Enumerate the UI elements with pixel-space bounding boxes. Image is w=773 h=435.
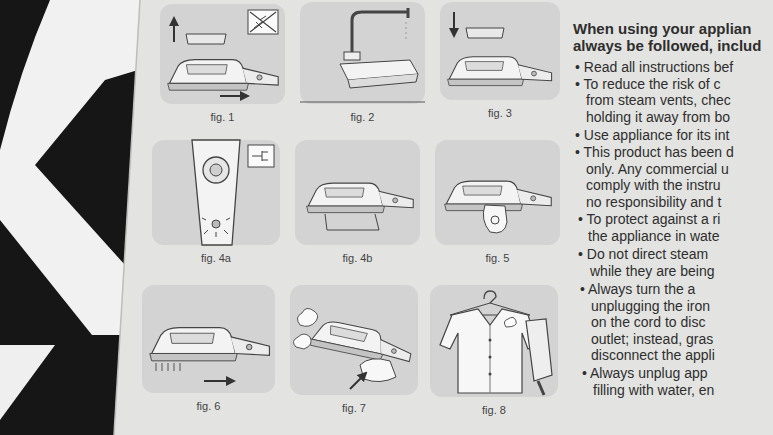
steamer-illustration [445,181,552,233]
intro-heading: When using your applian [573,20,751,37]
safety-text: on the cord to disc [591,314,705,330]
figure-caption: fig. 2 [351,111,375,123]
figure-caption: fig. 7 [342,402,366,414]
figure-caption: fig. 3 [488,107,512,119]
safety-text: disconnect the appli [591,347,715,363]
figure-panel: fig. 6 [142,285,275,414]
safety-text: holding it away from bo [586,109,730,125]
safety-text: • Use appliance for its int [575,127,729,143]
paper-edge [114,0,140,435]
text-line-slot: while they are being [590,262,715,280]
text-line-slot: on the cord to disc [591,313,705,331]
figure-panel: fig. 5 [435,140,560,266]
steamer-illustration [293,308,414,389]
safety-text: • Read all instructions bef [575,59,733,75]
safety-text: unplugging the iron [591,298,710,314]
text-line-slot: • Always unplug app [582,364,708,382]
safety-text: filling with water, en [593,382,714,398]
text-line-slot: holding it away from bo [586,108,730,126]
steamer-illustration [168,10,279,96]
safety-text: no responsibility and t [586,194,721,210]
text-line-slot: • This product has been d [575,143,734,161]
shirt-illustration [440,291,552,395]
text-line-slot: disconnect the appli [591,346,715,364]
text-line-slot: unplugging the iron [591,297,710,315]
text-line-slot: outlet; instead, gras [591,330,713,348]
steamer-illustration [448,12,552,86]
safety-text: • Always unplug app [582,365,708,381]
figure-caption: fig. 4b [343,252,373,264]
safety-text: outlet; instead, gras [591,331,713,347]
text-line-slot: • Read all instructions bef [575,58,733,76]
intro-heading: always be followed, includ [573,37,761,54]
text-line-slot: filling with water, en [593,381,714,399]
fabric-pattern [0,0,140,335]
safety-text: • To protect against a ri [578,211,720,227]
handle-illustration [192,140,274,245]
figure-caption: fig. 1 [211,111,235,123]
text-line-slot: only. Any commercial u [586,160,729,178]
paper-sheet [114,0,773,435]
safety-text: while they are being [590,263,715,279]
text-line-slot: comply with the instru [586,176,721,194]
text-line-slot: always be followed, includ [573,37,761,55]
figure-caption: fig. 8 [482,404,506,416]
figure-panel: fig. 8 [430,285,558,418]
safety-text: • Always turn the a [580,281,695,297]
steamer-illustration [307,183,414,230]
figure-panel: fig. 4b [295,140,420,266]
figure-panel: fig. 7 [290,285,418,416]
figure-panel: fig. 1 [160,4,285,125]
safety-text: • Do not direct steam [578,246,708,262]
figure-panel: fig. 4a [152,140,280,266]
text-line-slot: • To protect against a ri [578,210,720,228]
steamer-illustration [150,328,270,381]
safety-text: • To reduce the risk of c [575,76,721,92]
safety-text: the appliance in wate [588,228,720,244]
fabric-pattern [0,345,55,420]
text-line-slot: no responsibility and t [586,193,721,211]
text-line-slot: • To reduce the risk of c [575,75,721,93]
figure-panel: fig. 2 [300,2,425,125]
faucet-illustration [300,8,425,102]
text-line-slot: • Do not direct steam [578,245,708,263]
text-line-slot: • Use appliance for its int [575,126,729,144]
safety-text: only. Any commercial u [586,161,729,177]
figure-caption: fig. 5 [486,252,510,264]
text-line-slot: the appliance in wate [588,227,720,245]
safety-text: • This product has been d [575,144,734,160]
figure-panel: fig. 3 [440,2,560,121]
figure-caption: fig. 4a [201,252,231,264]
safety-text: comply with the instru [586,177,721,193]
text-line-slot: • Always turn the a [580,280,695,298]
text-line-slot: When using your applian [573,20,751,38]
safety-text: from steam vents, chec [586,92,731,108]
text-line-slot: from steam vents, chec [586,91,731,109]
figure-caption: fig. 6 [197,400,221,412]
figure-panels [142,2,560,397]
